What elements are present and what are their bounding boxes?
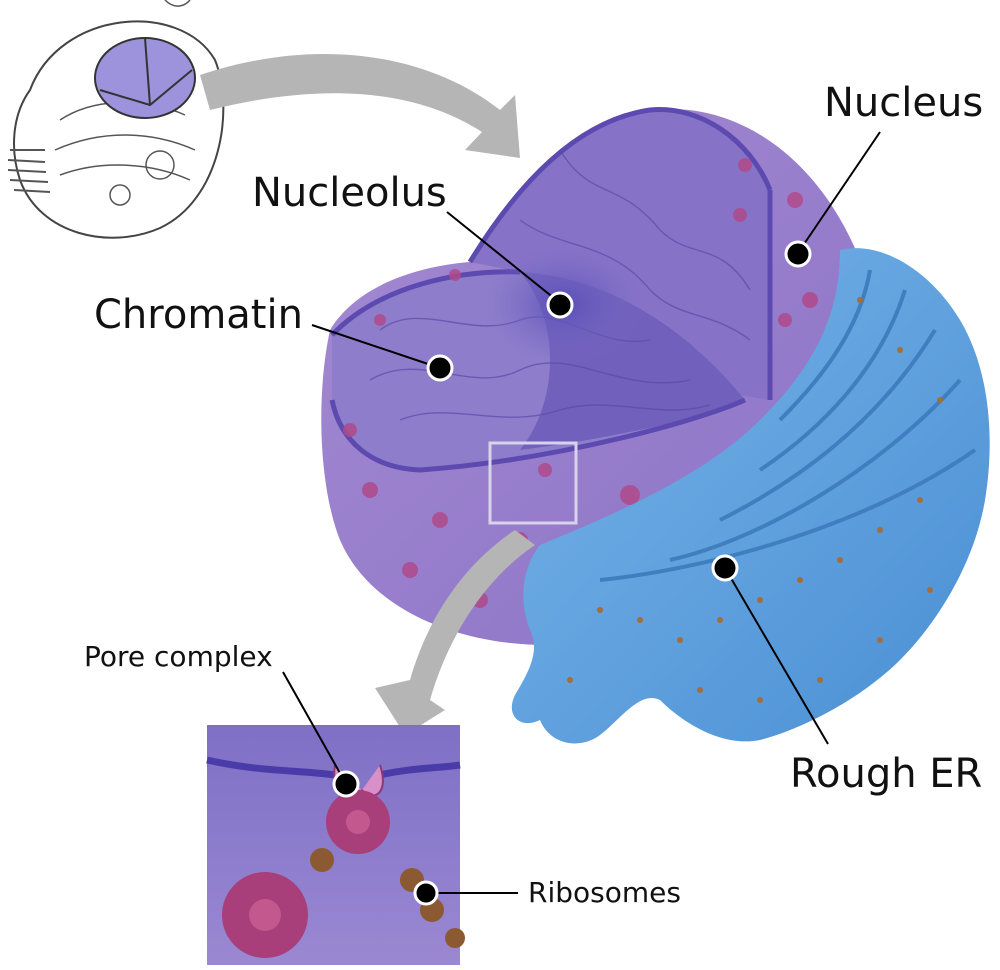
pore-complex-pointer-dot: [332, 770, 360, 798]
rough-er-pointer-dot: [711, 554, 739, 582]
nucleus-pointer-dot: [784, 240, 812, 268]
zoom-region-box: [488, 441, 578, 525]
nucleus-body: [321, 107, 879, 646]
cell-thumbnail: [7, 0, 225, 239]
pore-inset: [206, 725, 465, 965]
label-nucleolus: Nucleolus: [252, 170, 447, 216]
chromatin-pointer-dot: [426, 354, 454, 382]
zoom-arrow-bottom: [375, 530, 535, 735]
pointer-dots: [332, 240, 812, 906]
zoom-arrow-top: [200, 53, 520, 158]
ribosomes-pointer-dot: [413, 880, 439, 906]
rough-er: [511, 248, 990, 744]
leader-lines: [282, 131, 881, 894]
label-chromatin: Chromatin: [94, 292, 303, 338]
label-nucleus: Nucleus: [824, 80, 983, 126]
label-rough-er: Rough ER: [790, 751, 982, 797]
label-ribosomes: Ribosomes: [528, 876, 681, 909]
label-pore-complex: Pore complex: [84, 640, 273, 673]
nucleolus-pointer-dot: [546, 291, 574, 319]
